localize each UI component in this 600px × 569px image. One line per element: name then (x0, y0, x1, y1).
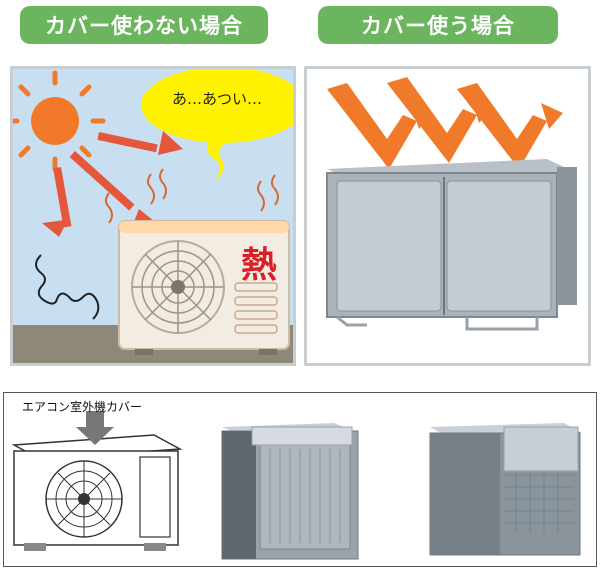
panel-without-cover: 熱 (10, 66, 296, 366)
speech-bubble (141, 69, 293, 181)
scribble-icon (35, 254, 100, 320)
product-views-illustration (11, 411, 582, 560)
header-with-cover: カバー使う場合 (318, 6, 558, 44)
panel-with-cover (304, 66, 591, 366)
heat-arrows-icon (42, 131, 183, 237)
covered-unit-illustration (326, 77, 577, 331)
speech-bubble-text: あ…あつい… (171, 90, 262, 108)
product-views (3, 392, 597, 567)
heat-glyph: 熱 (241, 245, 277, 286)
cover-label: エアコン室外機カバー (22, 400, 143, 414)
cover-rear-view (429, 423, 582, 556)
sun-icon (13, 70, 106, 172)
down-arrow-icon (76, 411, 114, 445)
cover-front-view (221, 423, 359, 560)
ac-unit-hot (118, 220, 290, 355)
outline-ac-unit (11, 434, 183, 551)
heat-waves-icon (105, 168, 279, 224)
heat-scene-illustration: 熱 (13, 69, 293, 363)
covered-ac-unit (326, 159, 577, 331)
header-without-cover: カバー使わない場合 (20, 6, 268, 44)
reflect-arrows-icon (327, 77, 563, 169)
